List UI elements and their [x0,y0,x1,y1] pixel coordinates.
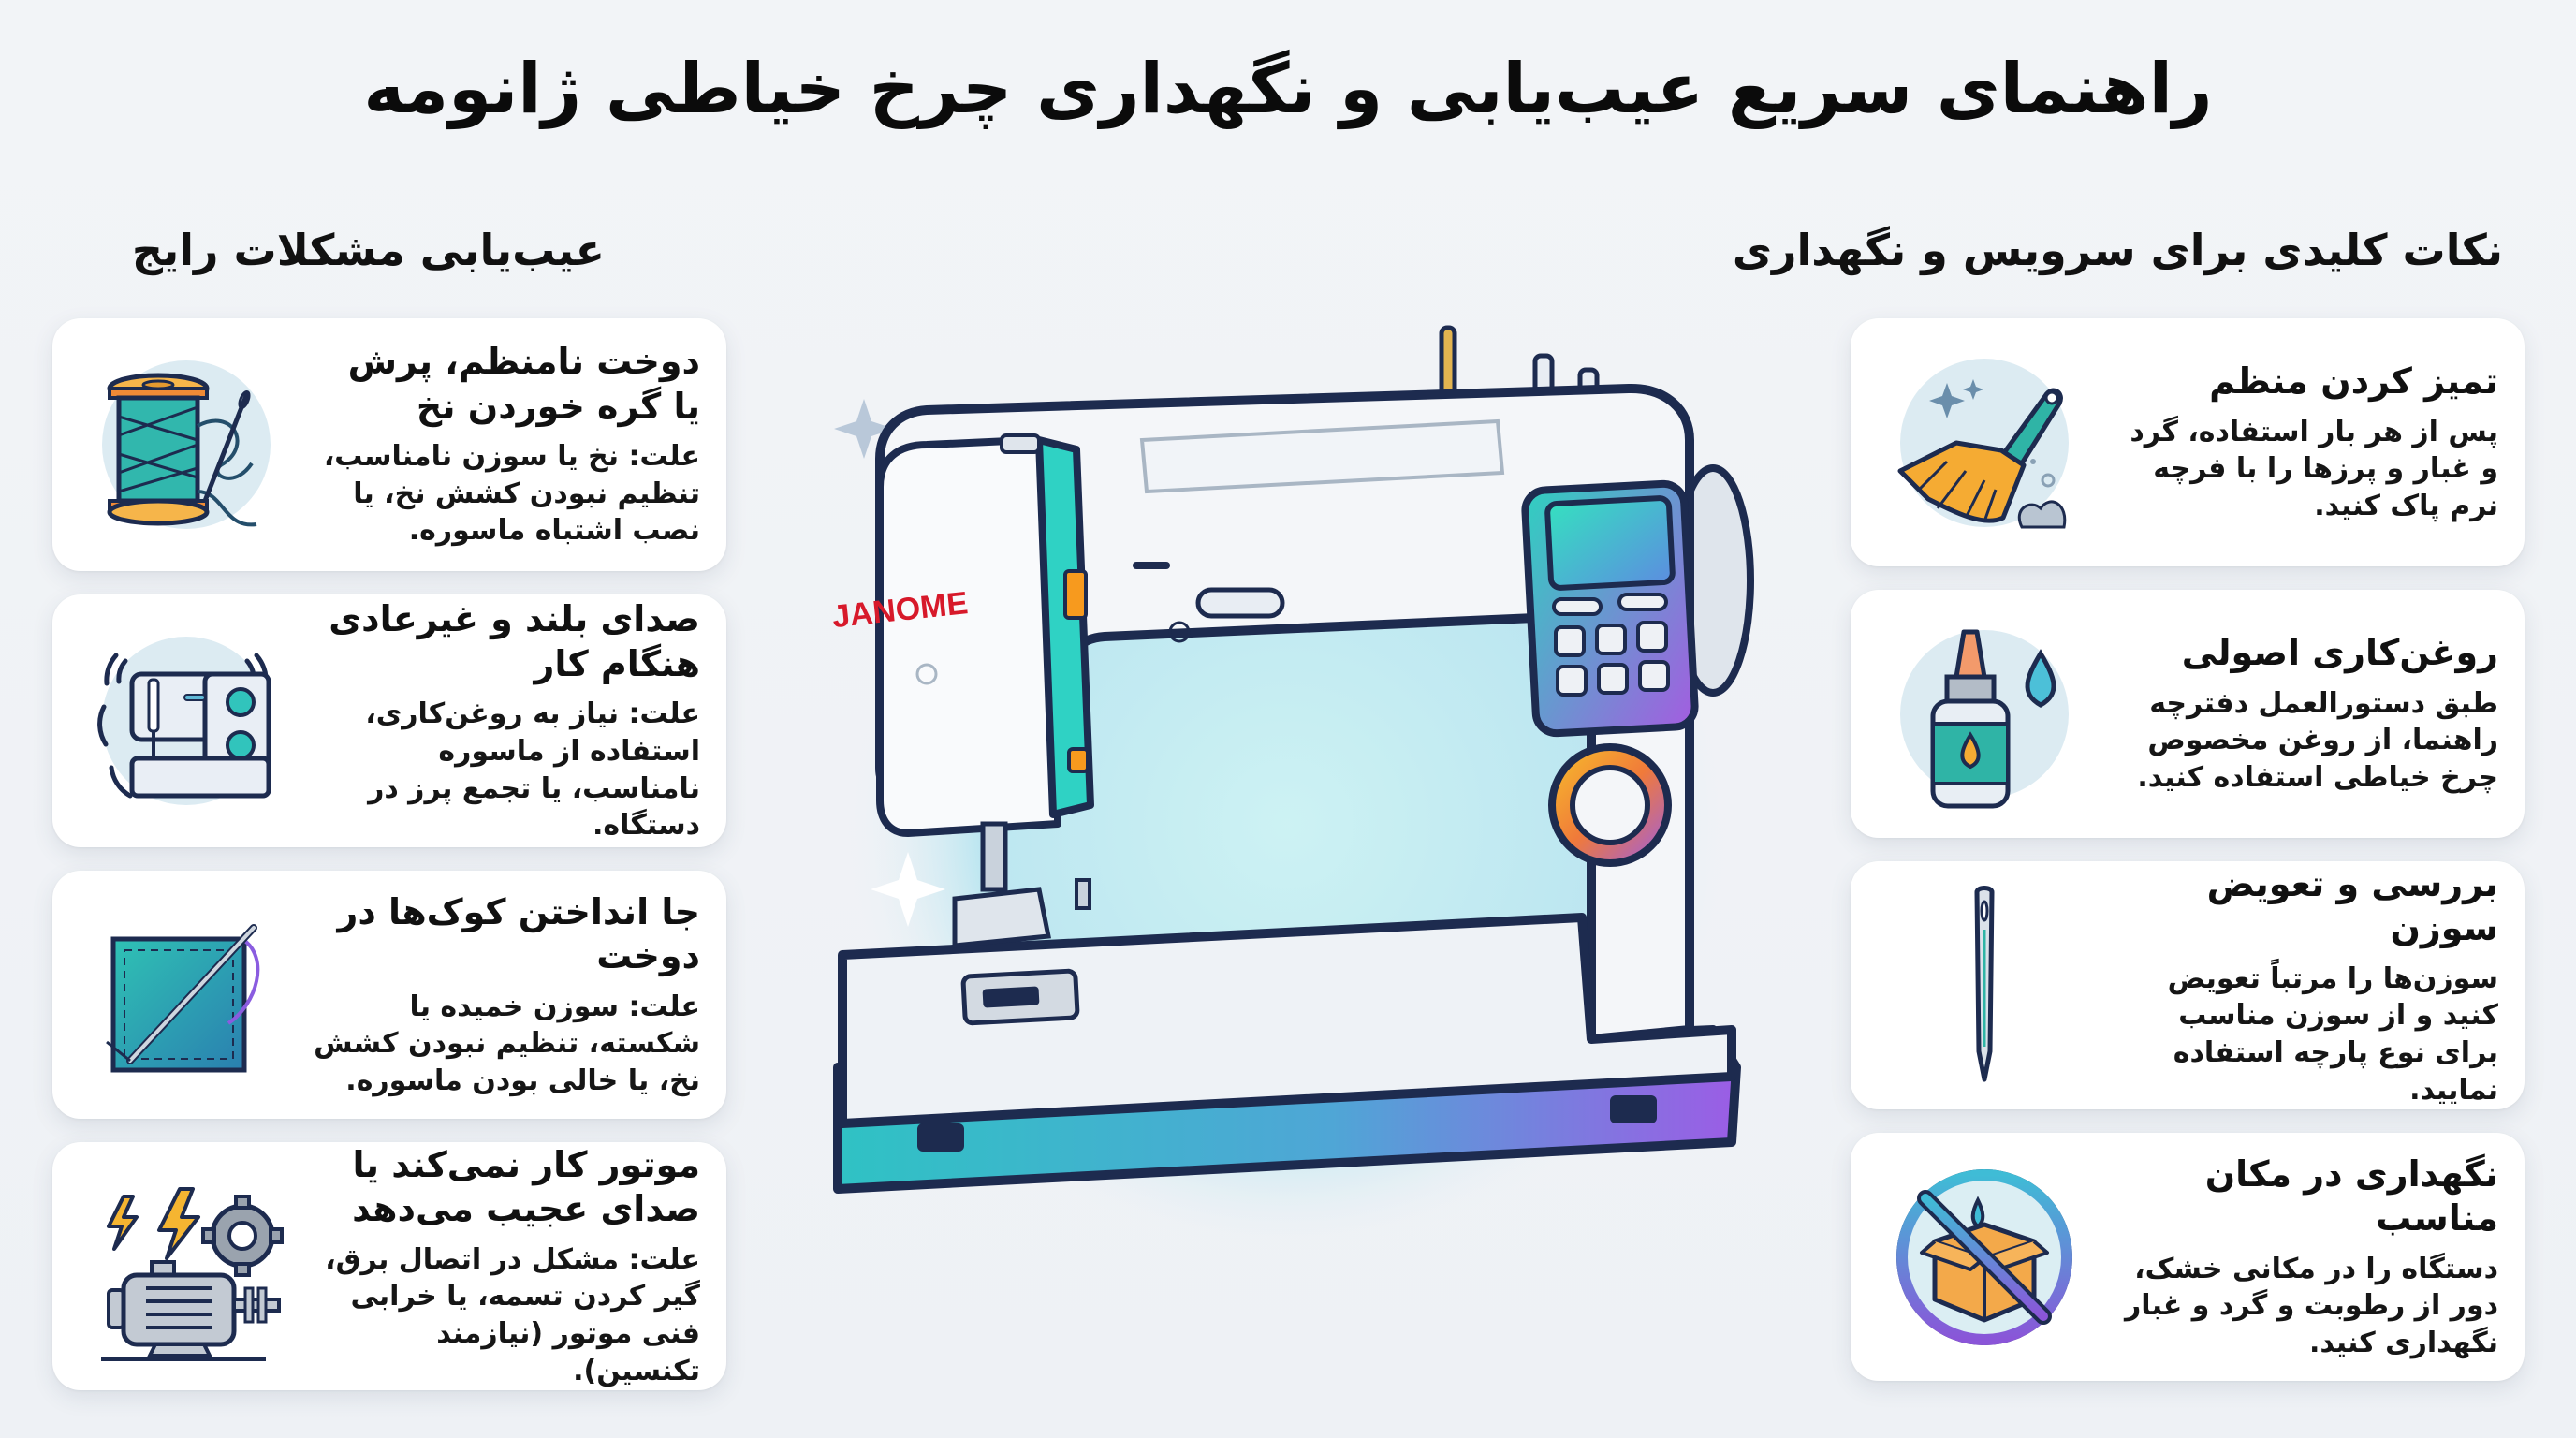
card-title: موتور کار نمی‌کند یا صدای عجیب می‌دهد [352,1143,700,1230]
thread-spool-needle-icon [79,337,294,552]
maintenance-card: بررسی و تعویض سوزن سوزن‌ها را مرتباً تعو… [1851,861,2525,1109]
card-title: بررسی و تعویض سوزن [2206,862,2498,949]
cleaning-brush-icon [1877,335,2092,550]
sewing-machine-illustration: JANOME [768,300,1807,1339]
card-title: جا انداختن کوک‌ها در دوخت [337,890,700,977]
maintenance-card: تمیز کردن منظم پس از هر بار استفاده، گرد… [1851,318,2525,566]
card-desc: طبق دستورالعمل دفترچه راهنما، از روغن مخ… [2137,686,2498,795]
card-desc: علت: مشکل در اتصال برق، گیر کردن تسمه، ی… [325,1242,700,1387]
no-moisture-box-icon [1877,1150,2092,1365]
troubleshooting-heading: عیب‌یابی مشکلات رایج [131,225,605,275]
troubleshooting-card: موتور کار نمی‌کند یا صدای عجیب می‌دهد عل… [52,1142,726,1390]
oil-bottle-icon [1877,607,2092,822]
page-title: راهنمای سریع عیب‌یابی و نگهداری چرخ خیاط… [363,49,2213,129]
needle-icon [1877,878,2092,1093]
card-desc: دستگاه را در مکانی خشک، دور از رطوبت و گ… [2125,1252,2498,1359]
motor-gear-lightning-icon [79,1159,294,1374]
maintenance-card: روغن‌کاری اصولی طبق دستورالعمل دفترچه را… [1851,590,2525,838]
card-desc: علت: نخ یا سوزن نامناسب، تنظیم نبودن کشش… [323,440,700,548]
vibrating-sewing-machine-icon [79,613,294,829]
troubleshooting-card: صدای بلند و غیرعادی هنگام کار علت: نیاز … [52,594,726,847]
card-title: تمیز کردن منظم [2209,360,2498,403]
card-title: نگهداری در مکان مناسب [2204,1152,2498,1240]
card-desc: پس از هر بار استفاده، گرد و غبار و پرزها… [2130,415,2498,523]
card-title: صدای بلند و غیرعادی هنگام کار [329,598,700,684]
maintenance-heading: نکات کلیدی برای سرویس و نگهداری [1732,225,2503,275]
card-title: دوخت نامنظم، پرش یا گره خوردن نخ [347,341,700,427]
troubleshooting-card: دوخت نامنظم، پرش یا گره خوردن نخ علت: نخ… [52,318,726,571]
card-title: روغن‌کاری اصولی [2181,632,2498,674]
maintenance-card: نگهداری در مکان مناسب دستگاه را در مکانی… [1851,1133,2525,1381]
fabric-needle-icon [79,888,294,1103]
card-desc: علت: سوزن خمیده یا شکسته، تنظیم نبودن کش… [314,990,700,1097]
card-desc: سوزن‌ها را مرتباً تعویض کنید و از سوزن م… [2167,961,2498,1107]
troubleshooting-card: جا انداختن کوک‌ها در دوخت علت: سوزن خمید… [52,871,726,1119]
card-desc: علت: نیاز به روغن‌کاری، استفاده از ماسور… [365,697,700,843]
